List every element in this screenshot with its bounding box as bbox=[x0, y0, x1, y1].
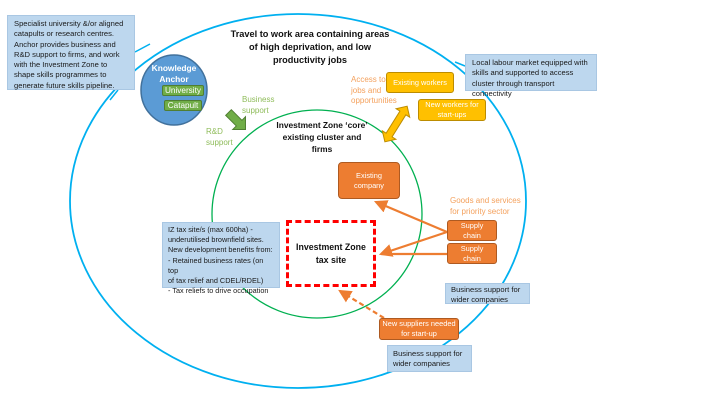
anchor-item-catapult: Catapult bbox=[164, 100, 202, 111]
anchor-item-university: University bbox=[162, 85, 204, 96]
anchor-note-connector bbox=[134, 43, 151, 53]
new-suppliers-box: New suppliers needed for start-up bbox=[379, 318, 459, 340]
goods-and-services-label: Goods and services for priority sector bbox=[450, 196, 521, 216]
new-suppliers-dashed-arrow bbox=[338, 289, 385, 319]
core-cluster-ring bbox=[211, 109, 423, 319]
business-support-note-bottom: Business support for wider companies bbox=[387, 345, 472, 372]
investment-zone-tax-site: Investment Zone tax site bbox=[286, 220, 376, 287]
labour-note-connector bbox=[454, 61, 466, 67]
supply-to-company-arrow bbox=[373, 200, 448, 234]
labour-market-note: Local labour market equipped with skills… bbox=[465, 54, 597, 98]
knowledge-anchor-note: Specialist university &/or aligned catap… bbox=[7, 15, 135, 90]
existing-workers-box: Existing workers bbox=[386, 72, 454, 93]
business-support-note-right: Business support for wider companies bbox=[445, 283, 530, 304]
travel-to-work-area-ring bbox=[69, 13, 527, 389]
business-support-label: Business support bbox=[242, 95, 275, 115]
anchor-note-connector-lower bbox=[109, 89, 119, 101]
rnd-support-label: R&D support bbox=[206, 127, 233, 147]
new-workers-box: New workers for start-ups bbox=[418, 99, 486, 121]
tax-site-note: IZ tax site/s (max 600ha) - underutilise… bbox=[162, 222, 280, 295]
knowledge-anchor-title: Knowledge Anchor bbox=[151, 63, 197, 84]
core-cluster-title: Investment Zone ‘core’ existing cluster … bbox=[276, 120, 368, 154]
travel-to-work-area-title: Travel to work area containing areas of … bbox=[230, 29, 390, 65]
existing-company-box: Existing company bbox=[338, 162, 400, 199]
labour-double-arrow bbox=[381, 105, 411, 143]
supply-to-tax-site-arrow-1 bbox=[378, 230, 448, 257]
supply-chain-box-2: Supply chain bbox=[447, 243, 497, 264]
supply-chain-box-1: Supply chain bbox=[447, 220, 497, 241]
access-to-jobs-label: Access to jobs and opportunities bbox=[351, 75, 397, 105]
support-arrow bbox=[224, 108, 246, 130]
